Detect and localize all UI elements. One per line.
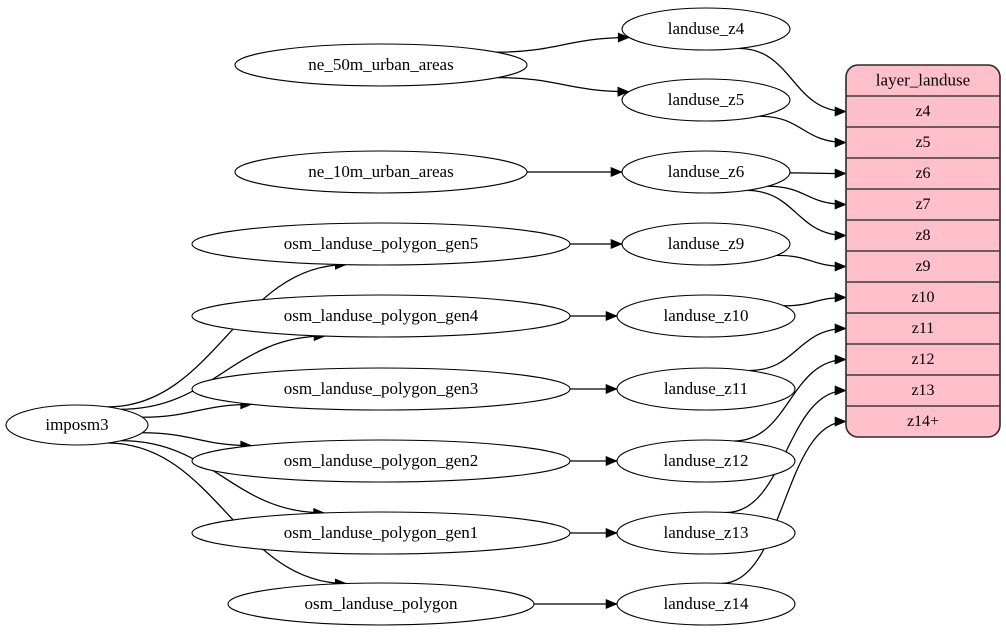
node-landuse_z13[interactable]: landuse_z13 (616, 511, 796, 555)
table-cell-z11: z11 (912, 320, 935, 337)
table-row[interactable]: z9 (915, 258, 930, 275)
node-label-osm_landuse_polygon: osm_landuse_polygon (305, 594, 458, 613)
node-osm_landuse_polygon[interactable]: osm_landuse_polygon (227, 582, 535, 626)
node-shape-landuse_z9 (621, 222, 791, 266)
table-cell-z5: z5 (915, 134, 930, 151)
node-osm_landuse_polygon_gen4[interactable]: osm_landuse_polygon_gen4 (191, 294, 571, 338)
table-row[interactable]: z10 (911, 289, 934, 306)
node-label-landuse_z11: landuse_z11 (664, 379, 748, 398)
node-landuse_z14[interactable]: landuse_z14 (616, 582, 796, 626)
table-cell-z6: z6 (915, 165, 930, 182)
node-label-osm_landuse_polygon_gen3: osm_landuse_polygon_gen3 (284, 379, 479, 398)
table-cell-z12: z12 (911, 351, 934, 368)
layer-landuse-table: layer_landuse z4 z5 z6 z7 z8 z9 z10 z11 z12 z13 z14… (845, 64, 1001, 438)
node-landuse_z12[interactable]: landuse_z12 (616, 439, 796, 483)
node-shape-ne_10m_urban_areas (234, 150, 528, 194)
nodes-layer: imposm3 ne_50m_urban_areas ne_10m_urban_ar… (5, 7, 796, 626)
node-label-ne_10m_urban_areas: ne_10m_urban_areas (308, 162, 453, 181)
node-shape-osm_landuse_polygon_gen2 (191, 439, 571, 483)
node-label-landuse_z4: landuse_z4 (668, 19, 745, 38)
table-header-label: layer_landuse (876, 70, 970, 89)
node-label-osm_landuse_polygon_gen1: osm_landuse_polygon_gen1 (284, 523, 479, 542)
node-shape-landuse_z4 (621, 7, 791, 51)
node-label-landuse_z14: landuse_z14 (664, 594, 749, 613)
node-label-landuse_z6: landuse_z6 (668, 162, 744, 181)
layer-landuse-table-group[interactable]: layer_landuse z4 z5 z6 z7 z8 z9 z10 z11 z12 z13 z14… (845, 64, 1001, 438)
node-shape-osm_landuse_polygon_gen3 (191, 367, 571, 411)
node-shape-ne_50m_urban_areas (234, 43, 528, 87)
table-row[interactable]: z4 (915, 103, 930, 120)
node-ne_50m_urban_areas[interactable]: ne_50m_urban_areas (234, 43, 528, 87)
node-label-landuse_z9: landuse_z9 (668, 234, 744, 253)
table-row[interactable]: z12 (911, 351, 934, 368)
table-cell-z9: z9 (915, 258, 930, 275)
node-landuse_z9[interactable]: landuse_z9 (621, 222, 791, 266)
node-shape-landuse_z12 (616, 439, 796, 483)
node-shape-landuse_z5 (621, 78, 791, 122)
table-cell-z13: z13 (911, 382, 934, 399)
table-cell-z10: z10 (911, 289, 934, 306)
node-shape-osm_landuse_polygon_gen1 (191, 511, 571, 555)
table-cell-z4: z4 (915, 103, 930, 120)
node-label-landuse_z5: landuse_z5 (668, 90, 744, 109)
table-row[interactable]: z7 (915, 196, 930, 213)
node-label-landuse_z13: landuse_z13 (664, 523, 749, 542)
node-label-imposm3: imposm3 (45, 415, 108, 434)
node-label-osm_landuse_polygon_gen4: osm_landuse_polygon_gen4 (284, 306, 479, 325)
node-ne_10m_urban_areas[interactable]: ne_10m_urban_areas (234, 150, 528, 194)
node-label-osm_landuse_polygon_gen5: osm_landuse_polygon_gen5 (284, 234, 479, 253)
node-label-ne_50m_urban_areas: ne_50m_urban_areas (308, 55, 453, 74)
table-cell-z8: z8 (915, 227, 930, 244)
node-shape-osm_landuse_polygon_gen4 (191, 294, 571, 338)
node-shape-landuse_z6 (621, 150, 791, 194)
node-landuse_z4[interactable]: landuse_z4 (621, 7, 791, 51)
node-label-osm_landuse_polygon_gen2: osm_landuse_polygon_gen2 (284, 451, 479, 470)
node-shape-landuse_z11 (616, 367, 796, 411)
node-osm_landuse_polygon_gen2[interactable]: osm_landuse_polygon_gen2 (191, 439, 571, 483)
table-row[interactable]: z5 (915, 134, 930, 151)
node-shape-osm_landuse_polygon (227, 582, 535, 626)
node-shape-landuse_z13 (616, 511, 796, 555)
node-osm_landuse_polygon_gen1[interactable]: osm_landuse_polygon_gen1 (191, 511, 571, 555)
table-row[interactable]: z13 (911, 382, 934, 399)
node-imposm3[interactable]: imposm3 (5, 404, 149, 446)
node-shape-imposm3 (5, 404, 149, 446)
table-row[interactable]: z8 (915, 227, 930, 244)
node-label-landuse_z12: landuse_z12 (664, 451, 749, 470)
node-landuse_z11[interactable]: landuse_z11 (616, 367, 796, 411)
node-landuse_z6[interactable]: landuse_z6 (621, 150, 791, 194)
node-landuse_z10[interactable]: landuse_z10 (616, 294, 796, 338)
table-row[interactable]: z6 (915, 165, 930, 182)
table-row[interactable]: z11 (912, 320, 935, 337)
node-shape-osm_landuse_polygon_gen5 (191, 222, 571, 266)
node-osm_landuse_polygon_gen3[interactable]: osm_landuse_polygon_gen3 (191, 367, 571, 411)
node-label-landuse_z10: landuse_z10 (664, 306, 749, 325)
node-shape-landuse_z10 (616, 294, 796, 338)
node-landuse_z5[interactable]: landuse_z5 (621, 78, 791, 122)
table-row[interactable]: z14+ (907, 413, 939, 430)
node-shape-landuse_z14 (616, 582, 796, 626)
table-cell-z14+: z14+ (907, 413, 939, 430)
node-osm_landuse_polygon_gen5[interactable]: osm_landuse_polygon_gen5 (191, 222, 571, 266)
table-cell-z7: z7 (915, 196, 930, 213)
